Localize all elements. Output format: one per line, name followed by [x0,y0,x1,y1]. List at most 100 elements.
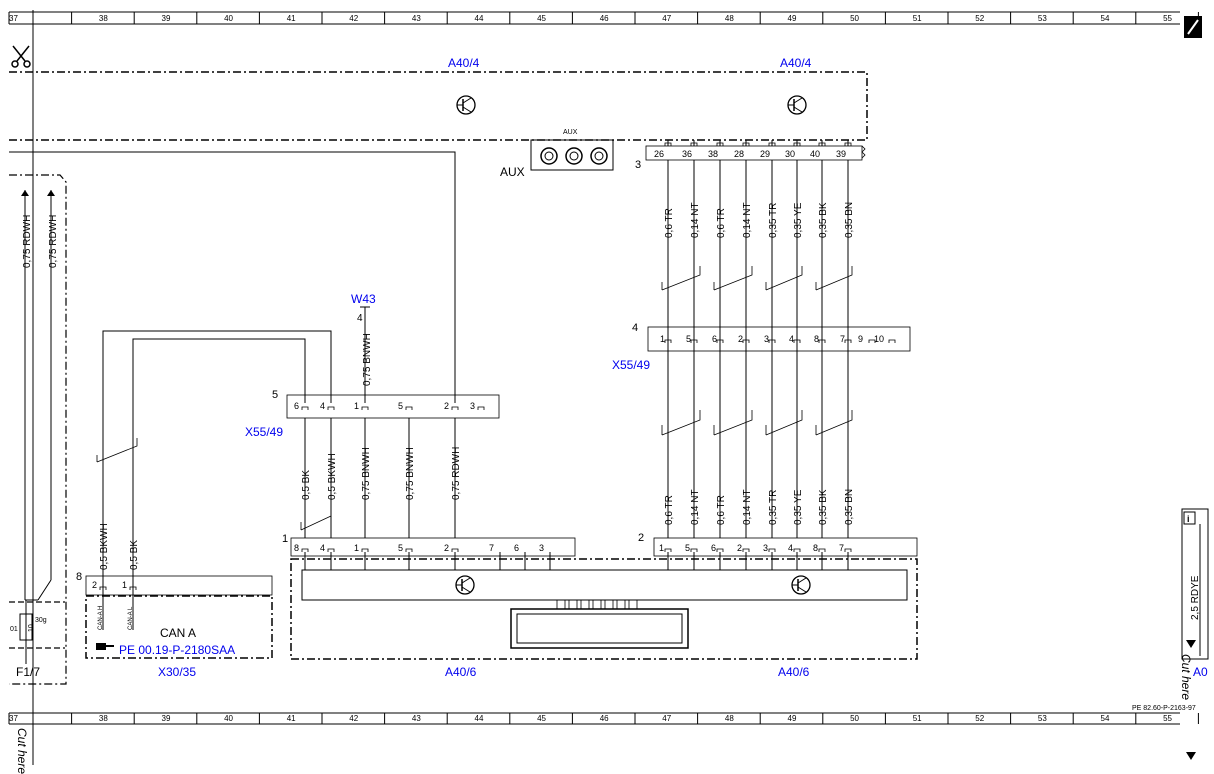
a0-label: A0 [1193,665,1208,679]
ruler-number: 49 [788,14,797,23]
wire-label: 0,6 TR [664,208,675,238]
wire-label: 0,6 TR [716,495,727,525]
wire-label: 0,14 NT [742,489,753,525]
fuse-pin-01: 01 [10,626,18,633]
f1-7-label: F1/7 [16,665,40,679]
ruler-number: 44 [475,14,484,23]
transistor-icon [791,575,811,595]
wire-label: 0,14 NT [690,489,701,525]
pin-number: 10 [874,334,884,344]
wire-label: 0,6 TR [716,208,727,238]
scissors-icon [11,45,31,68]
wire-label: 0,14 NT [742,202,753,238]
wire-label: 0,5 BK [129,540,140,570]
ruler-number: 37 [9,714,18,723]
wire-label: 0,35 YE [793,202,804,238]
pin-number: 8 [294,543,299,553]
ruler-number: 43 [412,714,421,723]
pin-number: 2 [737,543,742,553]
twist-mark [765,410,803,436]
twist-mark [815,410,853,436]
wire-label: 0,35 BN [844,202,855,238]
pin-number: 8 [813,543,818,553]
ruler-number: 54 [1101,14,1110,23]
ruler-number: 43 [412,14,421,23]
twist-mark [765,266,803,291]
pin-number: 26 [654,149,664,159]
pin-number: 5 [398,401,403,411]
pin-number: 5 [685,543,690,553]
a40-4-right-label: A40/4 [780,56,812,70]
ruler-number: 49 [788,714,797,723]
cut-here-right: Cut here [1179,654,1193,700]
ruler-number: 52 [975,14,984,23]
wire-label: 0,35 TR [768,490,779,525]
cut-here-left: Cut here [15,728,29,774]
f1-7-dashed-box [9,174,67,685]
transistor-icon [455,575,475,595]
wire-label: 0,35 YE [793,489,804,525]
svg-text:i: i [1187,514,1190,524]
w43-label: W43 [351,292,376,306]
fuse-f1-7 [9,600,65,664]
pin-number: 6 [712,334,717,344]
pin-number: 7 [839,543,844,553]
pin-number: 30 [785,149,795,159]
twist-mark [661,266,701,291]
a40-4-left-label: A40/4 [448,56,480,70]
pin-number: 5 [398,543,403,553]
ruler-number: 50 [850,14,859,23]
far-left-wire-2: 0,75 RDWH [48,215,59,268]
wire-label: 0,75 RDWH [451,447,462,500]
pin-number: 7 [489,543,494,553]
pin-number: 29 [760,149,770,159]
far-left-wire-1: 0,75 RDWH [22,215,33,268]
can-wire-inner [132,338,306,590]
ruler-number: 55 [1163,14,1172,23]
fuse-pin-10: 10 [28,624,35,632]
connector-3-number: 3 [635,159,641,171]
can-ref-link[interactable]: PE 00.19-P-2180SAA [119,643,235,657]
pin-number: 4 [320,401,325,411]
ruler-number: 42 [349,14,358,23]
ruler-number: 38 [99,14,108,23]
pin-number: 28 [734,149,744,159]
ruler-number: 54 [1101,714,1110,723]
x55-49-left-label: X55/49 [245,425,283,439]
ruler-number: 44 [475,714,484,723]
pin-number: 40 [810,149,820,159]
pin-number: 2 [738,334,743,344]
ruler-number: 46 [600,14,609,23]
pin-number: 2 [444,543,449,553]
ruler-number: 51 [913,14,922,23]
ruler-number: 37 [9,14,18,23]
info-icon: i [1183,511,1196,525]
aux-label: AUX [500,165,525,179]
ruler-number: 41 [287,714,296,723]
ruler-number: 39 [162,14,171,23]
aux-connector [530,139,614,171]
can-pin-label: CAN-A H [98,606,104,630]
x55-49-right-label: X55/49 [612,358,650,372]
pin-number: 9 [858,334,863,344]
a40-6-left-label: A40/6 [445,665,477,679]
loop-wire [9,151,456,403]
connector-8-number: 8 [76,571,82,583]
twist-mark [661,410,701,436]
wire-label: 0,5 BKWH [327,453,338,500]
wire-label: 0,35 TR [768,203,779,238]
connector-2-number: 2 [638,532,644,544]
pin-number: 8 [814,334,819,344]
pin-number: 3 [764,334,769,344]
pin-number: 4 [789,334,794,344]
pin-number: 36 [682,149,692,159]
ruler-number: 51 [913,714,922,723]
can-a-label: CAN A [160,626,196,640]
pin-number: 2 [92,580,97,590]
rdye-wire-label: 2,5 RDYE [1190,575,1201,620]
